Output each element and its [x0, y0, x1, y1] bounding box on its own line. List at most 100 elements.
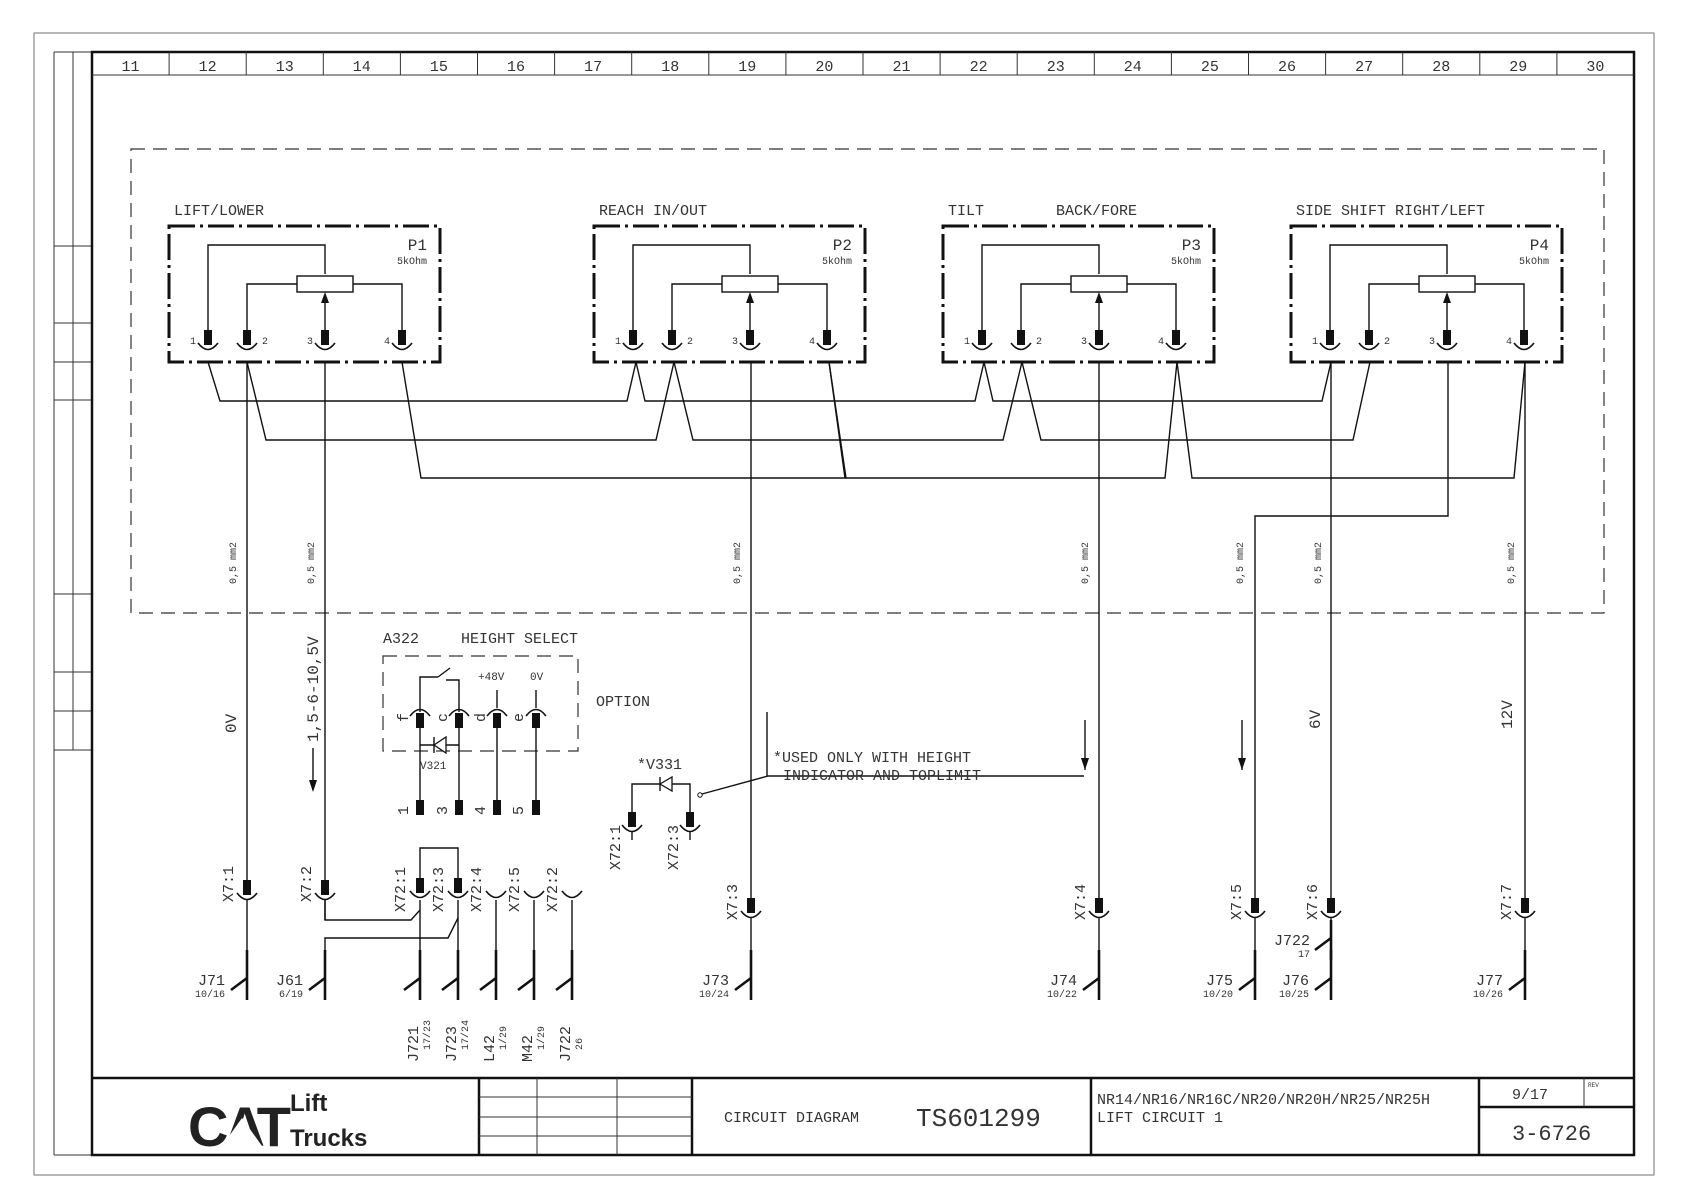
connector-label: X72:2 [545, 867, 562, 912]
model-list: NR14/NR16/NR16C/NR20/NR20H/NR25/NR25H [1097, 1092, 1430, 1109]
pot-function-label: REACH IN/OUT [599, 203, 707, 220]
v331-pin-label: X72:3 [666, 825, 683, 870]
junction-id: J76 [1282, 973, 1309, 990]
ruler-column: 29 [1509, 59, 1527, 76]
junction-ref: 6/19 [279, 989, 303, 1001]
junction-id: J75 [1206, 973, 1233, 990]
junction-ref: 17/24 [460, 1020, 472, 1050]
a322-enclosure [382, 655, 579, 752]
wiper-arrow-icon [321, 292, 329, 303]
arrow-down-icon [309, 748, 317, 792]
connector-label: X7:4 [1073, 884, 1090, 920]
wire-gauge: 0,5 mm2 [1081, 542, 1092, 584]
connector-label: X7:1 [221, 866, 238, 902]
supply-0v: 0V [530, 672, 544, 684]
a322-id: A322 [383, 631, 419, 648]
pin-letter: d [473, 713, 490, 722]
pin-contact [1172, 330, 1180, 345]
pin-number: 1 [1312, 337, 1318, 348]
junction-id: J721 [406, 1026, 423, 1062]
pot-function-label: LIFT/LOWER [174, 203, 264, 220]
connector-x7-5: X7:5 [1229, 884, 1266, 1000]
junction-id: J722 [558, 1026, 575, 1062]
junction-ref: 10/24 [699, 989, 729, 1001]
junction-ref: 26 [575, 1038, 586, 1050]
pin-contact [668, 330, 676, 345]
pot-value: 5kOhm [1519, 256, 1549, 268]
ruler-column: 16 [507, 59, 525, 76]
pot-function-label: BACK/FORE [1056, 203, 1137, 220]
left-margin-strip [53, 51, 92, 1156]
pin-contact [1520, 330, 1528, 345]
pin-number: 4 [809, 337, 815, 348]
pot-function-label: SIDE SHIFT RIGHT/LEFT [1296, 203, 1485, 220]
connector-label: X72:1 [393, 867, 410, 912]
v321-label: V321 [420, 761, 447, 773]
junction-id: J61 [276, 973, 303, 990]
leader-dot [697, 792, 703, 798]
pin-number: 3 [307, 337, 313, 348]
pin-contact [629, 330, 637, 345]
junction-id: L42 [482, 1035, 499, 1062]
pin-number: 2 [1384, 337, 1390, 348]
voltage-6v: 6V [1307, 709, 1325, 729]
rev-label: REV [1588, 1082, 1599, 1089]
note-line-2: INDICATOR AND TOPLIMIT [783, 768, 981, 785]
pin-number: 1 [964, 337, 970, 348]
pin-letter: f [396, 713, 413, 722]
pin-number: 3 [435, 806, 452, 815]
wire-gauge: 0,5 mm2 [1236, 542, 1247, 584]
pin-number: 3 [1081, 337, 1087, 348]
leader-line [701, 775, 769, 795]
wiper-arrow-icon [1443, 292, 1451, 303]
junction-id: J73 [702, 973, 729, 990]
pin-contact [204, 330, 212, 345]
diode-icon [420, 735, 459, 755]
junction-ref: 1/29 [536, 1026, 548, 1050]
junction-ref: 10/16 [195, 989, 225, 1001]
ruler-column: 12 [199, 59, 217, 76]
option-label: OPTION [596, 694, 650, 711]
a322-title: HEIGHT SELECT [461, 631, 578, 648]
brand-sub-lift: Lift [290, 1090, 327, 1117]
pin-letter: e [511, 713, 528, 722]
pot-value: 5kOhm [822, 256, 852, 268]
junction-ref: 1/29 [498, 1026, 510, 1050]
ruler-column: 11 [121, 59, 139, 76]
pin-contact [978, 330, 986, 345]
page-border [33, 32, 1655, 1176]
wiper-arrow-icon [1095, 292, 1103, 303]
arrow-down-icon [1081, 720, 1246, 770]
title-block: CAT Lift Trucks CIRCUIT DIAGRAM TS601299… [92, 1076, 1634, 1158]
pin-number: 3 [732, 337, 738, 348]
ruler-column: 18 [661, 59, 679, 76]
pot-value: 5kOhm [397, 256, 427, 268]
circuit-name: LIFT CIRCUIT 1 [1097, 1110, 1223, 1127]
junction-id: J723 [444, 1026, 461, 1062]
pin-contact [398, 330, 406, 345]
resistor-icon [1070, 275, 1128, 293]
wire-gauge: 0,5 mm2 [733, 542, 744, 584]
junction-id: M42 [520, 1035, 537, 1062]
doc-type: CIRCUIT DIAGRAM [724, 1110, 859, 1127]
pin-number: 1 [396, 806, 413, 815]
pin-number: 1 [615, 337, 621, 348]
junction-ref: 17 [1298, 950, 1310, 961]
ruler-column: 22 [970, 59, 988, 76]
pin-contact [1443, 330, 1451, 345]
pin-number: 2 [687, 337, 693, 348]
diode-icon [658, 775, 673, 793]
pot-id: P4 [1530, 237, 1549, 255]
